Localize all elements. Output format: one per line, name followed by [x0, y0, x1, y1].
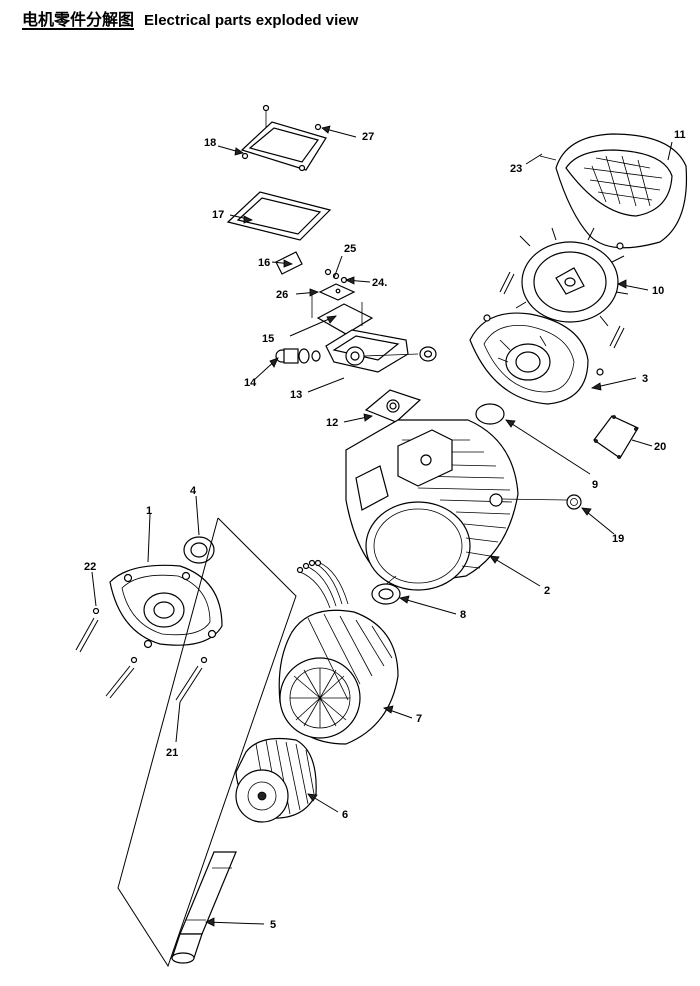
cable-gland: [275, 348, 321, 364]
terminal-box-base: [325, 329, 437, 373]
callout-10: 10: [652, 285, 664, 297]
page-title-chinese: 电机零件分解图: [22, 10, 135, 29]
callout-4: 4: [190, 485, 197, 497]
callout-18: 18: [204, 137, 216, 149]
rotor: [235, 737, 317, 823]
callout-20: 20: [654, 441, 666, 453]
callout-labels: 1 2 3 4 5 6 7 8 9 10 11 12 13 14 15 16 1…: [84, 129, 686, 931]
fan-cover: [539, 133, 688, 250]
header: 电机零件分解图 Electrical parts exploded view: [22, 6, 358, 34]
terminal-block-parts: [318, 268, 356, 301]
callout-19: 19: [612, 533, 624, 545]
callout-6: 6: [342, 809, 348, 821]
leader-arrowheads: [205, 125, 627, 927]
callout-24: 24.: [372, 277, 387, 289]
assembly-bracket: [117, 517, 297, 968]
terminal-block: [311, 292, 374, 335]
motor-shaft: [171, 851, 237, 964]
callout-26: 26: [276, 289, 288, 301]
callout-17: 17: [212, 209, 224, 221]
callout-27: 27: [362, 131, 374, 143]
cooling-fan: [515, 227, 629, 327]
lifting-eyebolt: [489, 493, 582, 510]
callout-5: 5: [270, 919, 276, 931]
callout-25: 25: [344, 243, 356, 255]
fan-cover-grille: [583, 155, 663, 207]
terminal-box-gasket: [226, 191, 332, 241]
front-bolts: [75, 607, 208, 703]
callout-21: 21: [166, 747, 178, 759]
stator-winding-pattern: [290, 668, 350, 728]
callout-7: 7: [416, 713, 422, 725]
callout-16: 16: [258, 257, 270, 269]
terminal-base-gasket: [364, 389, 422, 423]
callout-12: 12: [326, 417, 338, 429]
callout-9: 9: [592, 479, 598, 491]
callout-8: 8: [460, 609, 466, 621]
callout-13: 13: [290, 389, 302, 401]
stator-slots: [307, 613, 393, 701]
callout-23: 23: [510, 163, 522, 175]
callout-11: 11: [674, 129, 686, 141]
callout-15: 15: [262, 333, 274, 345]
terminal-box-cover: [240, 104, 327, 172]
rear-end-shield: [469, 271, 625, 405]
callout-14: 14: [244, 377, 257, 389]
stator-winding: [278, 559, 399, 745]
callout-1: 1: [146, 505, 152, 517]
motor-frame: [345, 419, 519, 591]
front-end-shield: [109, 564, 223, 649]
o-ring: [475, 403, 505, 425]
callout-2: 2: [544, 585, 550, 597]
callout-3: 3: [642, 373, 648, 385]
rear-bearing: [371, 583, 401, 605]
page-title-english: Electrical parts exploded view: [144, 12, 359, 29]
front-bearing: [183, 536, 215, 564]
nameplate: [593, 415, 639, 459]
callout-22: 22: [84, 561, 96, 573]
